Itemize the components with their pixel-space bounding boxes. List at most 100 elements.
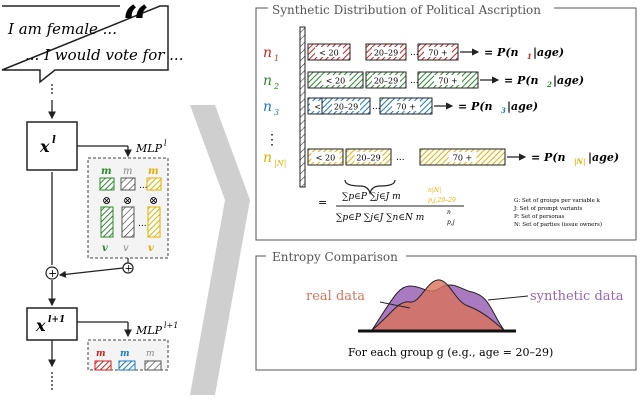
layer-input-label: x bbox=[39, 137, 50, 156]
bin-label: < 20 bbox=[316, 154, 335, 163]
plus-icon-1: + bbox=[125, 264, 133, 275]
brace bbox=[344, 179, 396, 196]
m1-label: m bbox=[101, 166, 112, 177]
quote-icon: “ bbox=[122, 0, 150, 52]
bin-label-bg bbox=[315, 47, 343, 57]
formula-denominator: ∑p∈P ∑j∈J ∑n∈N m bbox=[336, 213, 424, 223]
plus-icon-2: + bbox=[48, 267, 57, 280]
m-next-d: m bbox=[146, 349, 155, 359]
row-prob-sub: 1 bbox=[527, 52, 532, 61]
row-prob-sub: |N| bbox=[574, 157, 586, 166]
layer-output-sup: l+1 bbox=[48, 315, 65, 325]
formula-numerator-sub: p,j,20–29 bbox=[428, 197, 456, 204]
row-label-sub: 1 bbox=[274, 54, 279, 63]
prompt-bubble: I am female ... ... I would vote for ...… bbox=[1, 0, 183, 84]
row-label-sub: 3 bbox=[274, 108, 279, 117]
add-node-1: + bbox=[58, 258, 134, 278]
formula-equals: = bbox=[318, 196, 327, 209]
probability-formula: = ∑p∈P ∑j∈J m n|N| p,j,20–29 ∑p∈P ∑j∈J ∑… bbox=[318, 187, 464, 226]
distribution-panel: Synthetic Distribution of Political Ascr… bbox=[255, 1, 637, 241]
bin-label: 70 + bbox=[396, 103, 415, 112]
times-icon-1: ⊗ bbox=[102, 194, 111, 207]
entropy-caption: For each group g (e.g., age = 20–29) bbox=[348, 346, 553, 359]
formula-denominator-sub: p,j bbox=[447, 219, 455, 226]
layer-input-sup: l bbox=[52, 135, 56, 146]
times-icon-2: ⊗ bbox=[123, 194, 132, 207]
formula-denominator-sup: n bbox=[447, 209, 451, 216]
row-label: n bbox=[263, 73, 272, 89]
row-label: n bbox=[263, 45, 272, 61]
mlp-next-block: MLP l+1 m m m bbox=[87, 321, 178, 371]
vd-label: v bbox=[148, 243, 154, 254]
bin-label-bg bbox=[448, 152, 477, 162]
bin-label: 70 + bbox=[453, 154, 472, 163]
entropy-panel: Entropy Comparison real data synthetic d… bbox=[255, 249, 637, 371]
layer-output-node: x l+1 bbox=[26, 307, 78, 341]
row-prob-tail: |age) bbox=[533, 46, 564, 59]
bin-label-bg bbox=[354, 152, 383, 162]
layer-output-label: x bbox=[35, 316, 46, 335]
row-prob-sub: 2 bbox=[546, 80, 552, 89]
bin-label: < 20 bbox=[319, 49, 338, 58]
vertical-dots: ⋮ bbox=[265, 132, 279, 148]
v-dots: ... bbox=[138, 219, 147, 229]
v1-label: v bbox=[102, 243, 108, 254]
row-prob: = P(n bbox=[458, 100, 493, 113]
bin-label: < 20 bbox=[326, 77, 345, 86]
row-label: n bbox=[263, 150, 272, 166]
add-node-2: + bbox=[45, 266, 59, 280]
formula-numerator: ∑p∈P ∑j∈J m bbox=[342, 192, 401, 202]
bin-label-bg bbox=[372, 75, 400, 85]
mlp-sup: l bbox=[164, 139, 167, 148]
md-label: m bbox=[148, 166, 159, 177]
row-prob: = P(n bbox=[531, 151, 566, 164]
prompt-line-1: I am female ... bbox=[7, 20, 117, 38]
bin-label: 20–29 bbox=[334, 103, 358, 112]
row-label-sub: 2 bbox=[273, 82, 279, 91]
row-dots: ... bbox=[410, 76, 419, 86]
bin-label-bg bbox=[372, 47, 400, 57]
bin-label: 20–29 bbox=[374, 77, 398, 86]
bin-label-bg bbox=[321, 75, 350, 85]
chevron-arrow-icon bbox=[190, 105, 250, 395]
row-prob-sub: 3 bbox=[501, 106, 506, 115]
real-pointer bbox=[379, 301, 411, 309]
m-dots: ... bbox=[139, 181, 148, 191]
mlp-next-sup: l+1 bbox=[164, 321, 178, 330]
row-dots: ... bbox=[396, 153, 405, 163]
notation-legend: G: Set of groups per variable k J: Set o… bbox=[513, 198, 602, 228]
legend-g: G: Set of groups per variable k bbox=[514, 198, 601, 204]
row-prob: = P(n bbox=[484, 46, 519, 59]
layer-input-node: x l bbox=[26, 121, 78, 171]
entropy-title: Entropy Comparison bbox=[272, 250, 398, 264]
row-prob-tail: |age) bbox=[507, 100, 538, 113]
row-label: n bbox=[263, 99, 272, 115]
bin-label-bg bbox=[392, 101, 420, 111]
row-dots: ... bbox=[410, 48, 419, 58]
m2-label: m bbox=[123, 166, 132, 177]
synthetic-pointer bbox=[487, 295, 529, 301]
bin-label-bg bbox=[424, 47, 452, 57]
bin-label: 70 + bbox=[428, 49, 447, 58]
mlp-label: MLP bbox=[135, 142, 163, 155]
legend-n: N: Set of parties (issue owners) bbox=[514, 221, 602, 228]
times-icon-3: ⊗ bbox=[149, 194, 158, 207]
m-next-2: m bbox=[120, 349, 130, 359]
row-prob-tail: |age) bbox=[588, 151, 619, 164]
bin-label: 20–29 bbox=[356, 154, 380, 163]
v2-label: v bbox=[123, 243, 129, 254]
legend-p: P: Set of personas bbox=[514, 214, 565, 220]
real-data-label: real data bbox=[306, 289, 365, 304]
row-label-sub: |N| bbox=[274, 159, 286, 168]
legend-j: J: Set of prompt variants bbox=[513, 206, 583, 212]
real-curve bbox=[370, 279, 506, 331]
row-dots: ... bbox=[372, 102, 381, 112]
synthetic-data-label: synthetic data bbox=[530, 289, 624, 304]
bin-label-bg bbox=[434, 75, 462, 85]
bin-label: 20–29 bbox=[374, 49, 398, 58]
row-prob: = P(n bbox=[504, 74, 539, 87]
bin-label-bg bbox=[311, 152, 340, 162]
mlp-block: MLP l m m m ... ⊗ ⊗ ⊗ ... v v v bbox=[87, 139, 169, 259]
row-prob-tail: |age) bbox=[553, 74, 584, 87]
